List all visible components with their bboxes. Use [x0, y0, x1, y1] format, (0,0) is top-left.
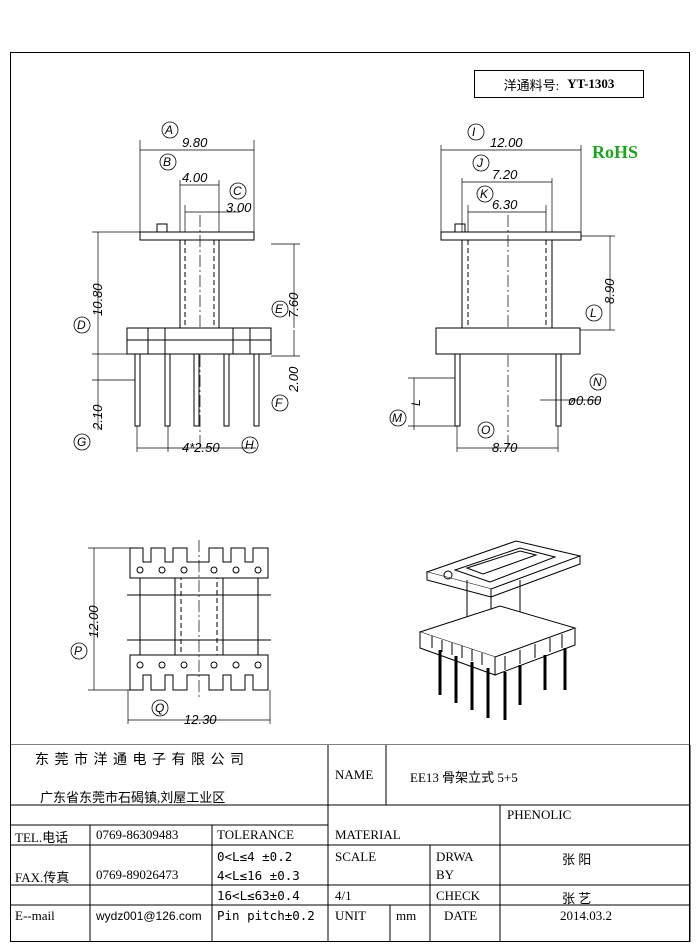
drawn-by: 张 阳	[562, 852, 592, 867]
dim-m-symbol: L	[409, 399, 423, 406]
callout-m: M	[392, 411, 402, 425]
tolerance-line-3: 16<L≤63±0.4	[217, 888, 300, 903]
callout-e: E	[275, 302, 284, 316]
tel-value: 0769-86309483	[96, 827, 179, 842]
drawing-sheet	[10, 52, 690, 942]
dim-h-value: 4*2.50	[182, 440, 220, 455]
company-name: 东 莞 市 洋 通 电 子 有 限 公 司	[35, 753, 245, 768]
callout-q: Q	[155, 701, 164, 715]
callout-g: G	[77, 435, 86, 449]
callout-p: P	[74, 644, 82, 658]
dim-q-value: 12.30	[184, 712, 217, 727]
unit-value: mm	[396, 908, 417, 923]
dim-f-value: 2.00	[286, 366, 301, 393]
tolerance-line-1: 0<L≤4 ±0.2	[217, 849, 293, 864]
callout-f: F	[275, 396, 283, 410]
callout-l: L	[590, 306, 597, 320]
date-label: DATE	[444, 908, 478, 923]
part-name: EE13 骨架立式 5+5	[410, 770, 518, 785]
fax-label: FAX.传真	[15, 870, 70, 885]
side-view: 12.00 7.20 6.30 8.90 L ø0.60 8.70 I J K …	[389, 123, 617, 455]
callout-o: O	[481, 423, 490, 437]
tolerance-line-4: Pin pitch±0.2	[217, 908, 315, 923]
name-label: NAME	[335, 767, 374, 782]
dim-n-value: ø0.60	[568, 393, 602, 408]
dim-g-value: 2.10	[90, 404, 105, 431]
unit-label: UNIT	[335, 908, 367, 923]
callout-n: N	[593, 375, 602, 389]
dim-e-value: 7.60	[286, 292, 301, 318]
drawn-label-1: DRWA	[436, 849, 474, 864]
tolerance-label: TOLERANCE	[217, 827, 295, 842]
company-address: 广东省东莞市石碣镇,刘屋工业区	[40, 790, 226, 805]
callout-d: D	[77, 318, 86, 332]
tel-label: TEL.电话	[15, 830, 69, 845]
material-value: PHENOLIC	[507, 807, 572, 822]
callout-k: K	[480, 187, 489, 201]
title-block: 东 莞 市 洋 通 电 子 有 限 公 司 广东省东莞市石碣镇,刘屋工业区 NA…	[10, 745, 690, 942]
dim-j-value: 7.20	[492, 167, 518, 182]
scale-value: 4/1	[335, 888, 352, 903]
rohs-mark: RoHS	[592, 142, 639, 162]
scale-label: SCALE	[335, 849, 377, 864]
dim-a-value: 9.80	[182, 135, 208, 150]
callout-h: H	[245, 438, 254, 452]
callout-c: C	[233, 184, 242, 198]
title-block-lines	[10, 745, 691, 942]
dim-i-value: 12.00	[490, 135, 523, 150]
callout-a: A	[164, 123, 173, 137]
front-view: 9.80 4.00 3.00 10.80 7.60 2.00 2.10 4*2.…	[73, 121, 301, 455]
dim-o-value: 8.70	[492, 440, 518, 455]
dim-b-value: 4.00	[182, 170, 208, 185]
callout-i: I	[472, 125, 476, 139]
callout-b: B	[163, 155, 171, 169]
dim-l-value: 8.90	[602, 278, 617, 304]
technical-drawing: 9.80 4.00 3.00 10.80 7.60 2.00 2.10 4*2.…	[10, 121, 690, 745]
date-value: 2014.03.2	[560, 908, 612, 923]
tolerance-line-2: 4<L≤16 ±0.3	[217, 868, 300, 883]
dim-p-value: 12.00	[86, 605, 101, 638]
checked-by: 张 艺	[562, 891, 592, 906]
part-number-value: YT-1303	[567, 76, 615, 91]
part-number-label: 洋通料号:	[503, 77, 560, 93]
email-label: E--mail	[15, 908, 55, 923]
material-label: MATERIAL	[335, 827, 401, 842]
dim-c-value: 3.00	[226, 200, 252, 215]
part-number-box: 洋通料号: YT-1303	[474, 70, 644, 98]
dim-d-value: 10.80	[90, 283, 105, 316]
email-value: wydz001@126.com	[96, 909, 202, 923]
fax-value: 0769-89026473	[96, 867, 179, 882]
callout-j: J	[476, 156, 484, 170]
dim-k-value: 6.30	[492, 197, 518, 212]
drawn-label-2: BY	[436, 867, 455, 882]
check-label: CHECK	[436, 888, 481, 903]
isometric-view	[418, 540, 582, 720]
top-view: 12.00 12.30 P Q	[70, 540, 271, 727]
